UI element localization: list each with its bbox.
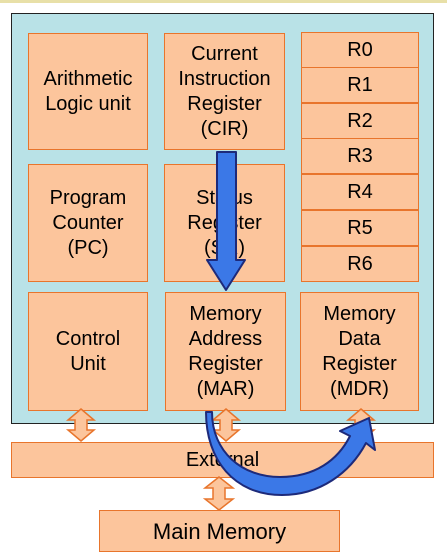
register-r2: R2 xyxy=(301,103,419,139)
register-r4: R4 xyxy=(301,174,419,210)
cir-block: Current Instruction Register (CIR) xyxy=(164,33,285,150)
mar-block: Memory Address Register (MAR) xyxy=(165,292,286,411)
pc-block: Program Counter (PC) xyxy=(28,164,148,282)
top-border-line xyxy=(0,0,447,3)
sr-block: Status Register (SR) xyxy=(164,164,285,282)
memory-link-arrow xyxy=(202,476,236,511)
register-r6: R6 xyxy=(301,246,419,282)
external-bus: External xyxy=(11,442,434,478)
control-unit-block: Control Unit xyxy=(28,292,148,411)
register-r0: R0 xyxy=(301,32,419,68)
register-r3: R3 xyxy=(301,138,419,174)
register-r5: R5 xyxy=(301,210,419,246)
register-r1: R1 xyxy=(301,67,419,103)
alu-block: Arithmetic Logic unit xyxy=(28,33,148,150)
main-memory-block: Main Memory xyxy=(99,510,340,552)
mdr-block: Memory Data Register (MDR) xyxy=(300,292,419,411)
